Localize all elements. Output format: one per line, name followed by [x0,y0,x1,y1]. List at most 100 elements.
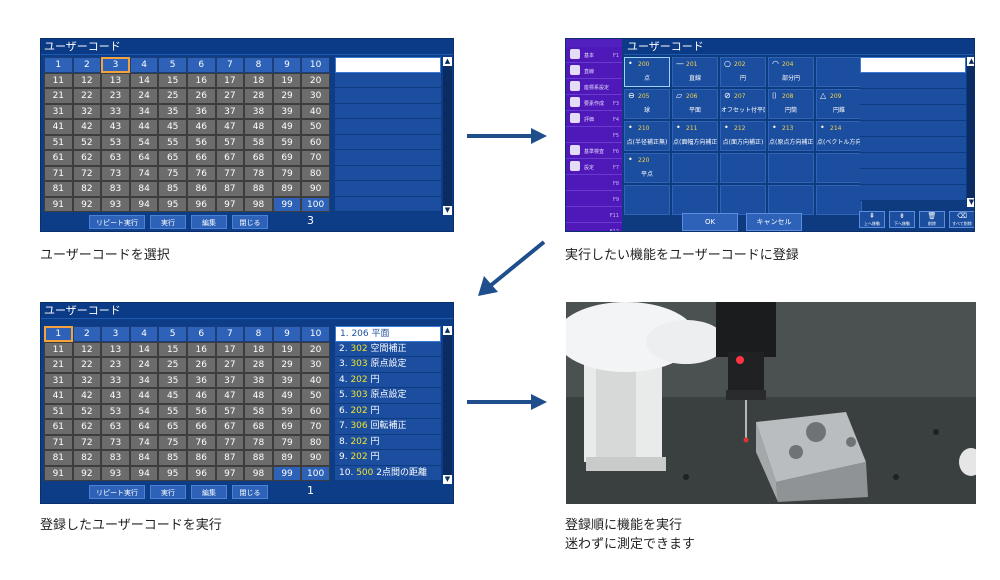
ok-button[interactable]: OK [682,213,738,231]
step-item[interactable]: 9. 202 円 [335,450,441,466]
user-code-cell[interactable]: 86 [186,181,216,197]
user-code-cell[interactable]: 45 [158,119,187,135]
registered-item[interactable] [860,169,966,185]
user-code-cell[interactable]: 25 [158,357,187,373]
user-code-cell[interactable]: 47 [215,388,245,404]
user-code-cell[interactable]: 53 [101,403,130,419]
user-code-cell[interactable]: 55 [158,134,187,150]
user-code-cell[interactable]: 41 [44,119,73,135]
user-code-cell[interactable]: 57 [215,403,245,419]
user-code-cell[interactable]: 19 [272,341,302,357]
user-code-cell[interactable]: 91 [44,465,73,481]
user-code-cell[interactable]: 52 [72,403,102,419]
user-code-cell[interactable]: 55 [158,403,187,419]
user-code-cell[interactable]: 56 [186,403,216,419]
execute-button[interactable]: 実行 [150,485,186,499]
user-code-cell[interactable]: 75 [158,434,187,450]
user-code-cell[interactable]: 11 [44,72,73,88]
edit-button[interactable]: 編集 [191,215,227,229]
scrollbar[interactable]: ▲ ▼ [443,326,452,484]
user-code-cell[interactable]: 31 [44,103,73,119]
user-code-cell[interactable]: 54 [129,403,159,419]
user-code-cell[interactable]: 84 [129,181,159,197]
user-code-cell[interactable]: 34 [129,372,159,388]
user-code-cell[interactable]: 69 [272,150,302,166]
user-code-cell[interactable]: 26 [186,357,216,373]
list-item[interactable] [335,88,441,104]
user-code-cell[interactable]: 92 [72,196,102,212]
user-code-cell[interactable]: 3 [101,57,130,73]
user-code-cell[interactable]: 44 [129,119,159,135]
user-code-cell[interactable]: 65 [158,419,187,435]
user-code-cell[interactable]: 85 [158,450,187,466]
user-code-cell[interactable]: 50 [301,119,330,135]
step-item[interactable]: 10. 500 2点間の距離 [335,465,441,481]
user-code-cell[interactable]: 78 [244,434,273,450]
user-code-cell[interactable]: 73 [101,434,130,450]
user-code-cell[interactable]: 52 [72,134,102,150]
user-code-cell[interactable]: 16 [186,341,216,357]
function-tile[interactable] [768,185,814,215]
step-item[interactable]: 4. 202 円 [335,372,441,388]
user-code-cell[interactable]: 31 [44,372,73,388]
user-code-cell[interactable]: 58 [244,134,273,150]
user-code-cell[interactable]: 46 [186,119,216,135]
user-code-cell[interactable]: 20 [301,72,330,88]
step-item[interactable]: 3. 303 原点設定 [335,357,441,373]
user-code-cell[interactable]: 79 [272,434,302,450]
user-code-cell[interactable]: 87 [215,181,245,197]
user-code-cell[interactable]: 96 [186,465,216,481]
user-code-cell[interactable]: 53 [101,134,130,150]
user-code-cell[interactable]: 61 [44,150,73,166]
list-item[interactable] [335,57,441,73]
user-code-cell[interactable]: 67 [215,419,245,435]
user-code-cell[interactable]: 96 [186,196,216,212]
user-code-cell[interactable]: 94 [129,465,159,481]
user-code-cell[interactable]: 8 [244,57,273,73]
user-code-cell[interactable]: 4 [129,57,159,73]
user-code-cell[interactable]: 17 [215,72,245,88]
registered-item[interactable] [860,185,966,201]
function-tile[interactable] [768,153,814,183]
user-code-cell[interactable]: 9 [272,57,302,73]
user-code-cell[interactable]: 25 [158,88,187,104]
scroll-down-icon[interactable]: ▼ [967,198,975,207]
user-code-cell[interactable]: 2 [72,57,102,73]
user-code-cell[interactable]: 90 [301,450,330,466]
user-code-cell[interactable]: 85 [158,181,187,197]
user-code-cell[interactable]: 61 [44,419,73,435]
list-item[interactable] [335,119,441,135]
user-code-cell[interactable]: 18 [244,341,273,357]
user-code-cell[interactable]: 14 [129,341,159,357]
function-tile[interactable] [816,57,862,87]
user-code-cell[interactable]: 56 [186,134,216,150]
user-code-cell[interactable]: 51 [44,134,73,150]
user-code-cell[interactable]: 13 [101,72,130,88]
user-code-cell[interactable]: 35 [158,103,187,119]
user-code-cell[interactable]: 13 [101,341,130,357]
user-code-cell[interactable]: 2 [72,326,102,342]
user-code-cell[interactable]: 10 [301,326,330,342]
user-code-cell[interactable]: 66 [186,419,216,435]
user-code-cell[interactable]: 33 [101,103,130,119]
user-code-cell[interactable]: 11 [44,341,73,357]
user-code-cell[interactable]: 62 [72,419,102,435]
function-tile[interactable] [816,153,862,183]
sidebar-item[interactable]: 直線 [566,63,622,79]
user-code-cell[interactable]: 66 [186,150,216,166]
user-code-cell[interactable]: 88 [244,450,273,466]
user-code-cell[interactable]: 64 [129,150,159,166]
user-code-cell[interactable]: 93 [101,196,130,212]
sidebar-item[interactable]: F9 [566,191,622,207]
user-code-cell[interactable]: 60 [301,403,330,419]
user-code-cell[interactable]: 78 [244,165,273,181]
user-code-cell[interactable]: 33 [101,372,130,388]
user-code-cell[interactable]: 49 [272,388,302,404]
